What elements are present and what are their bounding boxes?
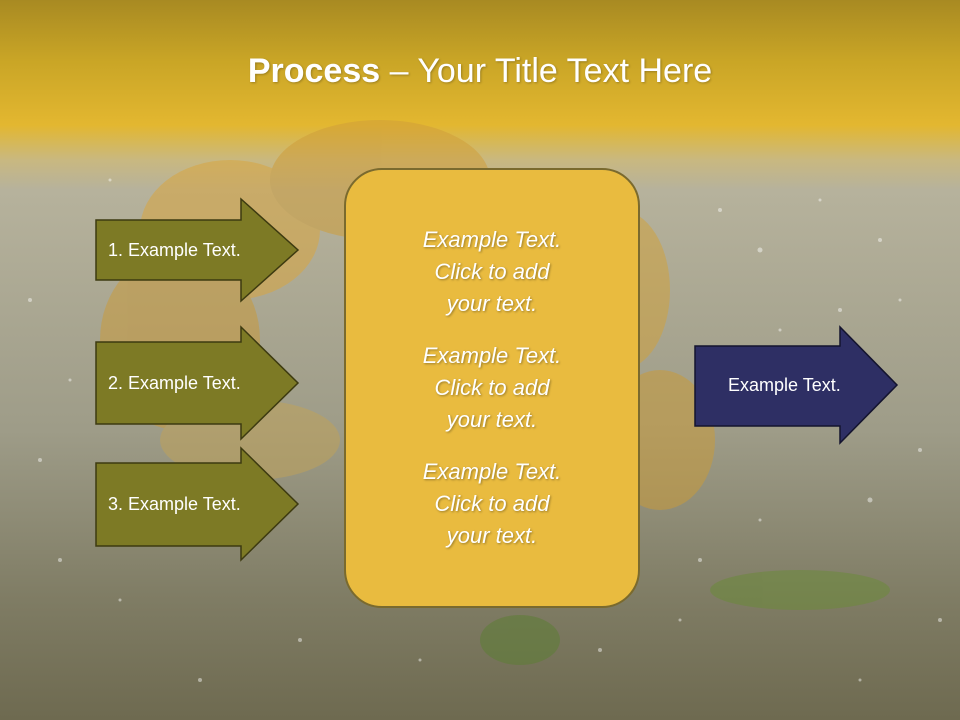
right-arrow-label: Example Text.	[728, 374, 841, 395]
paragraph-line: Click to add	[434, 259, 550, 284]
arrow-right-icon	[95, 325, 300, 441]
left-arrow-label: 1. Example Text.	[108, 239, 241, 260]
paragraph-line: Example Text.	[422, 227, 562, 252]
title-bold-text: Process	[247, 52, 381, 90]
center-text-box[interactable]: Example Text. Click to add your text. Ex…	[344, 168, 640, 608]
right-arrow[interactable]: Example Text.	[694, 325, 899, 445]
arrow-right-icon	[95, 197, 300, 303]
paragraph-line: your text.	[446, 523, 538, 548]
center-paragraph-3: Example Text. Click to add your text.	[423, 456, 562, 552]
paragraph-line: your text.	[446, 291, 538, 316]
arrow-right-icon	[694, 325, 899, 445]
left-arrow-2[interactable]: 2. Example Text.	[95, 325, 300, 441]
left-arrow-label: 2. Example Text.	[108, 372, 241, 393]
left-arrow-3[interactable]: 3. Example Text.	[95, 446, 300, 562]
arrow-right-icon	[95, 446, 300, 562]
center-paragraph-1: Example Text. Click to add your text.	[423, 224, 562, 320]
left-arrow-1[interactable]: 1. Example Text.	[95, 197, 300, 303]
paragraph-line: Example Text.	[422, 459, 562, 484]
paragraph-line: Example Text.	[422, 343, 562, 368]
left-arrow-label: 3. Example Text.	[108, 493, 241, 514]
slide-title: Process – Your Title Text Here	[0, 52, 960, 91]
center-paragraph-2: Example Text. Click to add your text.	[423, 340, 562, 436]
paragraph-line: Click to add	[434, 375, 550, 400]
title-rest-text: – Your Title Text Here	[380, 52, 713, 90]
paragraph-line: your text.	[446, 407, 538, 432]
paragraph-line: Click to add	[434, 491, 550, 516]
